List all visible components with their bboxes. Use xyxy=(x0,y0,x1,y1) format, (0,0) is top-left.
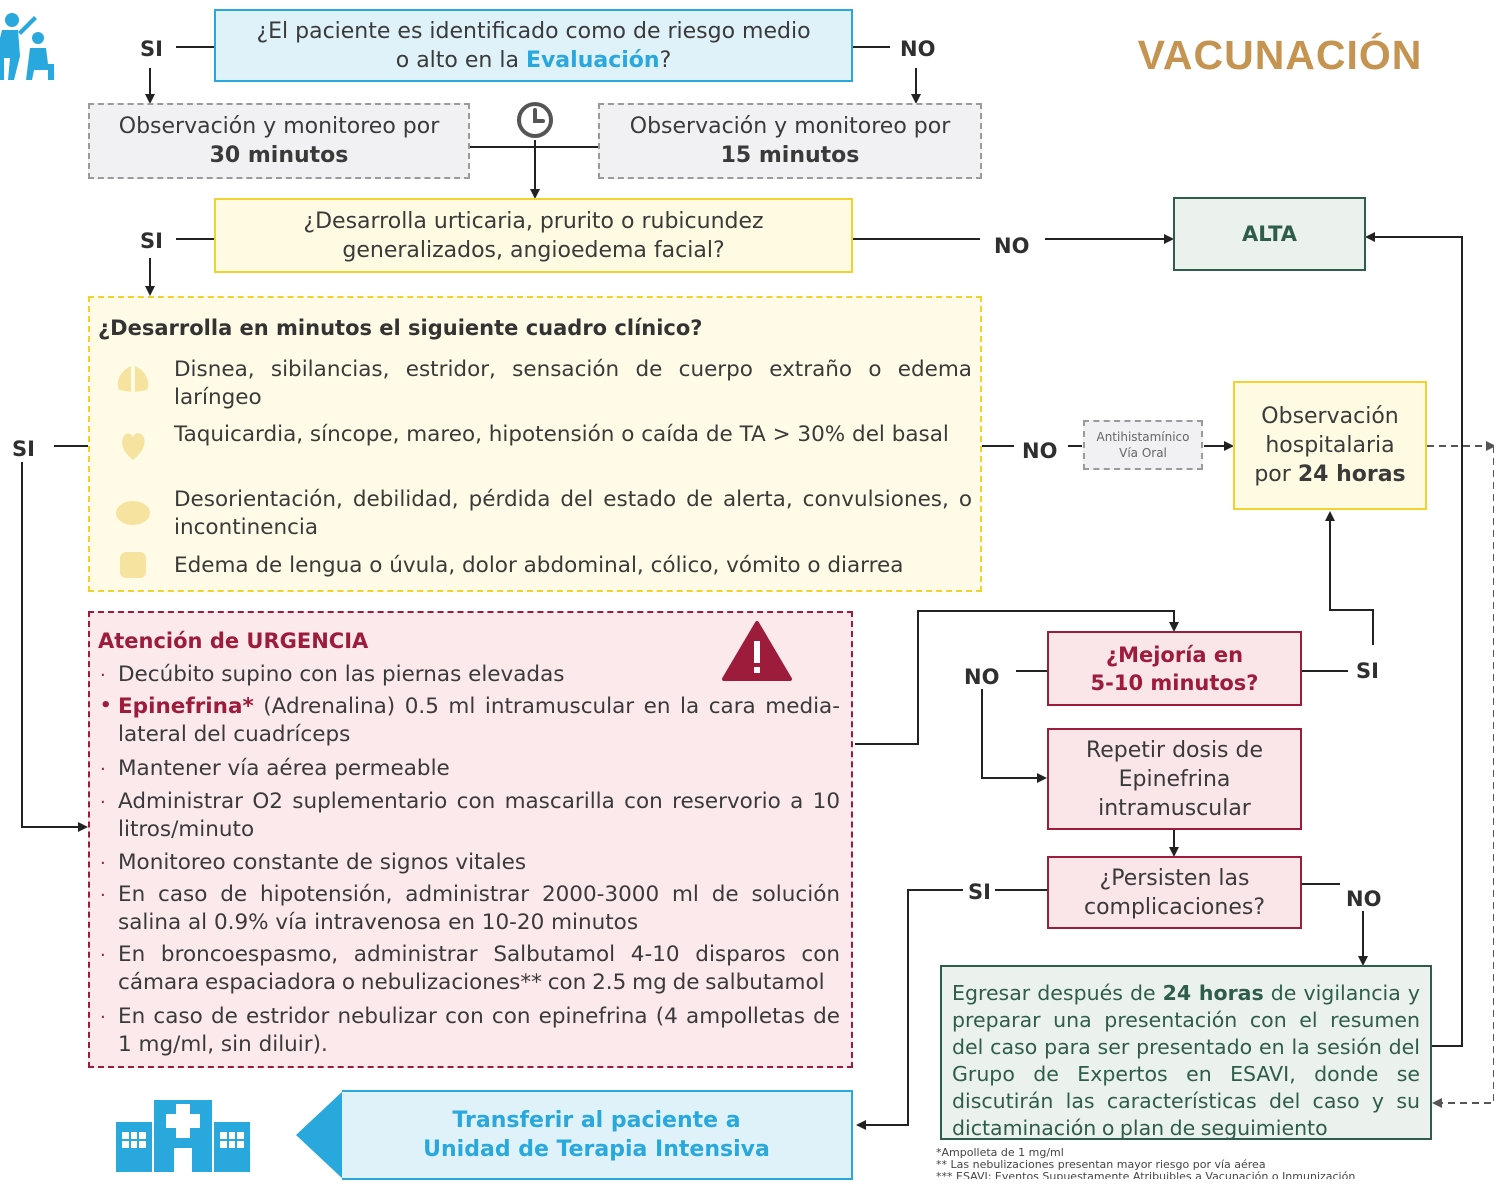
emergency-care-title: Atención de URGENCIA xyxy=(98,629,369,653)
q1-no-label: NO xyxy=(898,37,938,61)
urticaria-question-line1: ¿Desarrolla urticaria, prurito o rubicun… xyxy=(303,208,764,234)
improvement-no-label: NO xyxy=(962,665,1002,689)
discharge-box: ALTA xyxy=(1173,197,1366,271)
lungs-icon xyxy=(116,364,150,394)
page-title: VACUNACIÓN xyxy=(1137,32,1423,78)
risk-question-line2: o alto en la Evaluación? xyxy=(395,47,672,73)
footnote-esavi: *** ESAVI: Eventos Supuestamente Atribui… xyxy=(936,1171,1356,1179)
observation-30-box: Observación y monitoreo por 30 minutos xyxy=(88,103,470,179)
warning-icon xyxy=(722,621,792,681)
discharge-text-start: Egresar después de xyxy=(952,981,1163,1005)
clinical-yes-label: SI xyxy=(10,437,37,461)
epinephrine-dose: (Adrenalina) 0.5 ml intramuscular en la … xyxy=(118,694,840,747)
antihistamine-line2: Vía Oral xyxy=(1119,446,1167,460)
intestine-icon xyxy=(118,550,148,580)
urticaria-question-box: ¿Desarrolla urticaria, prurito o rubicun… xyxy=(214,198,853,273)
improvement-question-line1: ¿Mejoría en xyxy=(1105,642,1244,667)
epinephrine-label: Epinefrina* xyxy=(118,694,254,719)
observation-30-text: Observación y monitoreo por xyxy=(118,114,440,139)
hospital-observation-line2: hospitalaria xyxy=(1265,433,1395,458)
vaccination-person-icon xyxy=(0,8,56,82)
q2-no-label: NO xyxy=(992,234,1032,258)
emergency-item-position: Decúbito supino con las piernas elevadas xyxy=(118,662,565,687)
improvement-yes-label: SI xyxy=(1354,659,1381,683)
transfer-icu-line2: Unidad de Terapia Intensiva xyxy=(423,1137,770,1162)
footnote-ampolleta: *Ampolleta de 1 mg/ml xyxy=(936,1146,1064,1159)
repeat-dose-line2: Epinefrina xyxy=(1118,766,1231,792)
complications-question-box: ¿Persisten las complicaciones? xyxy=(1047,856,1302,929)
repeat-dose-line3: intramuscular xyxy=(1098,795,1251,821)
complications-no-label: NO xyxy=(1344,887,1384,911)
emergency-item-monitoring: Monitoreo constante de signos vitales xyxy=(118,850,527,875)
discharge-duration: 24 horas xyxy=(1162,981,1264,1005)
discharge-after-24h-box: Egresar después de 24 horas de vigilanci… xyxy=(940,965,1432,1140)
emergency-item-stridor: En caso de estridor nebulizar con con ep… xyxy=(118,1004,840,1057)
complications-question-line1: ¿Persisten las xyxy=(1099,865,1250,891)
observation-15-text: Observación y monitoreo por xyxy=(629,114,951,139)
q2-yes-label: SI xyxy=(138,229,165,253)
complications-question-line2: complicaciones? xyxy=(1083,894,1266,920)
improvement-question-line2: 5-10 minutos? xyxy=(1090,670,1259,695)
risk-question-box: ¿El paciente es identificado como de rie… xyxy=(214,9,853,82)
transfer-arrow-tip xyxy=(296,1090,344,1180)
clinical-item-gastrointestinal: Edema de lengua o úvula, dolor abdominal… xyxy=(174,553,904,578)
observation-15-duration: 15 minutos xyxy=(720,143,860,168)
emergency-item-epinephrine: Epinefrina* (Adrenalina) 0.5 ml intramus… xyxy=(118,693,840,749)
discharge-text-rest: de vigilancia y preparar una presentació… xyxy=(952,981,1420,1140)
emergency-care-box: Atención de URGENCIA · Decúbito supino c… xyxy=(88,611,853,1068)
risk-question-line1: ¿El paciente es identificado como de rie… xyxy=(256,18,811,44)
repeat-dose-box: Repetir dosis de Epinefrina intramuscula… xyxy=(1047,728,1302,830)
observation-15-box: Observación y monitoreo por 15 minutos xyxy=(598,103,982,179)
clinical-item-respiratory: Disnea, sibilancias, estridor, sensación… xyxy=(174,357,972,410)
improvement-question-box: ¿Mejoría en 5-10 minutos? xyxy=(1047,631,1302,706)
clinical-item-neurological: Desorientación, debilidad, pérdida del e… xyxy=(174,487,972,540)
antihistamine-line1: Antihistamínico xyxy=(1096,430,1190,444)
clock-icon xyxy=(515,100,555,140)
complications-yes-label: SI xyxy=(966,880,993,904)
observation-30-duration: 30 minutos xyxy=(209,143,349,168)
q1-yes-label: SI xyxy=(138,37,165,61)
clinical-picture-box: ¿Desarrolla en minutos el siguiente cuad… xyxy=(88,296,982,592)
repeat-dose-line1: Repetir dosis de xyxy=(1085,737,1264,763)
emergency-item-hypotension: En caso de hipotensión, administrar 2000… xyxy=(118,882,840,935)
emergency-item-oxygen: Administrar O2 suplementario con mascari… xyxy=(118,789,840,842)
transfer-icu-line1: Transferir al paciente a xyxy=(452,1108,741,1133)
hospital-icon xyxy=(112,1092,254,1172)
clinical-item-cardiovascular: Taquicardia, síncope, mareo, hipotensión… xyxy=(174,422,949,447)
heart-icon xyxy=(118,428,148,462)
brain-icon xyxy=(114,498,152,528)
clinical-picture-title: ¿Desarrolla en minutos el siguiente cuad… xyxy=(98,316,703,340)
emergency-item-airway: Mantener vía aérea permeable xyxy=(118,756,450,781)
hospital-observation-box: Observación hospitalaria por 24 horas xyxy=(1233,381,1427,510)
emergency-item-bronchospasm: En broncoespasmo, administrar Salbutamol… xyxy=(118,942,840,995)
footnote-nebulizaciones: ** Las nebulizaciones presentan mayor ri… xyxy=(936,1158,1266,1171)
discharge-label: ALTA xyxy=(1241,222,1298,246)
transfer-icu-box: Transferir al paciente a Unidad de Terap… xyxy=(342,1090,853,1180)
antihistamine-box: Antihistamínico Vía Oral xyxy=(1083,420,1203,470)
hospital-observation-line3: por 24 horas xyxy=(1254,462,1406,487)
clinical-no-label: NO xyxy=(1020,439,1060,463)
hospital-observation-line1: Observación xyxy=(1261,404,1399,429)
urticaria-question-line2: generalizados, angioedema facial? xyxy=(342,237,725,263)
